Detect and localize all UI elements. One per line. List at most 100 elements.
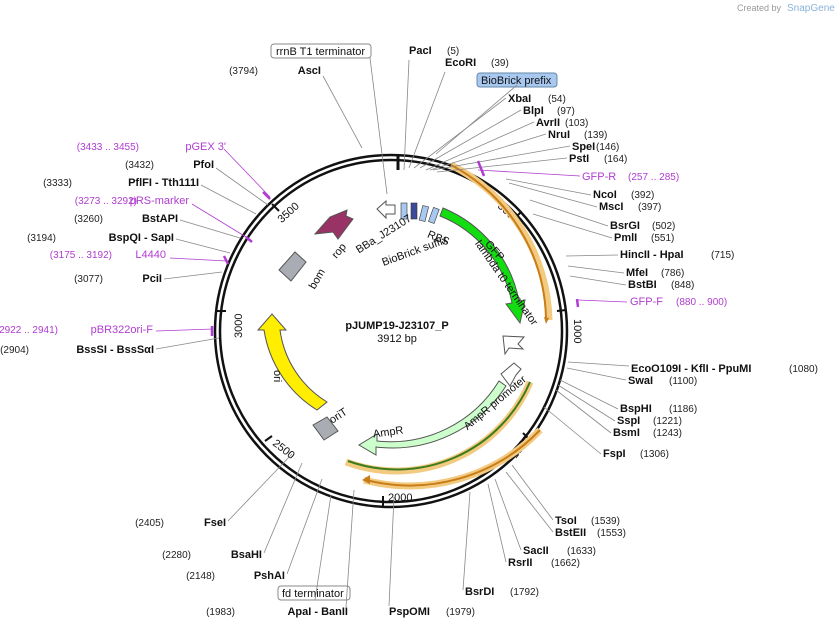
enzyme-pos-sacii: (1633) <box>567 546 596 557</box>
enzyme-pos-bsahi: (2280) <box>162 550 191 561</box>
enzyme-pcii: PciI <box>142 273 162 285</box>
primer-pos-prs-marker: (3273 .. 3292) <box>75 196 137 207</box>
primer-site-gfp-f <box>575 298 580 308</box>
primer-pos-l4440: (3175 .. 3192) <box>50 250 112 261</box>
enzyme-pos-pspomi: (1979) <box>446 607 475 618</box>
orit-feature <box>312 416 339 441</box>
enzyme-pspomi: PspOMI <box>389 606 430 618</box>
enzyme-pos-rsrii: (1662) <box>551 558 580 569</box>
enzyme-pshai: PshAI <box>254 570 285 582</box>
branding-created-by: Created by <box>737 3 782 13</box>
enzyme-pmli: PmlI <box>614 232 637 244</box>
label-bom: bom <box>307 267 328 292</box>
enzyme-pos-pmli: (551) <box>651 233 674 244</box>
snapgene-logo: SnapGene <box>787 3 835 14</box>
enzyme-pos-ncoi: (392) <box>631 190 654 201</box>
enzyme-pos-bstbi: (848) <box>671 280 694 291</box>
leader-lines <box>155 57 630 608</box>
enzyme-tsoi: TsoI <box>555 515 577 527</box>
biobrick-box-3 <box>428 207 440 224</box>
bom-feature <box>278 251 307 282</box>
label-orit: oriT <box>327 406 350 427</box>
label-ori: ori <box>271 370 283 382</box>
biobrick-box-2 <box>418 205 429 222</box>
primer-arc-gfp-r <box>449 161 553 321</box>
enzyme-ecoo109i-kfli-ppumi: EcoO109I - KflI - PpuMI <box>631 363 751 375</box>
primer-gfp-r: GFP-R <box>582 171 616 183</box>
enzyme-swai: SwaI <box>628 375 653 387</box>
enzyme-pos-pshai: (2148) <box>186 571 215 582</box>
enzyme-spei: SpeI <box>572 141 595 153</box>
enzyme-ecori: EcoRI <box>445 57 476 69</box>
enzyme-pos-fsei: (2405) <box>135 518 164 529</box>
enzyme-pos-tsoi: (1539) <box>591 516 620 527</box>
primer-pbr322ori-f: pBR322ori-F <box>91 324 154 336</box>
primer-pos-pgex-3: (3433 .. 3455) <box>77 142 139 153</box>
enzyme-pos-apai-banii: (1983) <box>206 607 235 618</box>
enzyme-pos-msci: (397) <box>638 202 661 213</box>
primer-site-gfp-r <box>476 160 486 177</box>
enzyme-msci: MscI <box>599 201 623 213</box>
enzyme-pos-bsphi: (1186) <box>669 404 697 415</box>
gfp-feature <box>439 207 526 325</box>
svg-text:2000: 2000 <box>388 492 412 504</box>
primer-pos-gfp-r: (257 .. 285) <box>628 172 679 183</box>
enzyme-pos-xbai: (54) <box>548 94 566 105</box>
enzyme-pos-bsrdi: (1792) <box>510 587 539 598</box>
enzyme-pos-mfei: (786) <box>661 268 684 279</box>
enzyme-sacii: SacII <box>523 545 549 557</box>
tick-3000: 3000 <box>216 310 245 338</box>
enzyme-paci: PacI <box>409 45 432 57</box>
bba-promoter-feature <box>376 199 396 220</box>
primer-sites <box>210 160 580 336</box>
enzyme-pos-asci: (3794) <box>229 66 258 77</box>
label-lambda: lambda t0 terminator <box>472 238 540 328</box>
enzyme-pos-bstapi: (3260) <box>74 214 103 225</box>
ampr-promoter-feature <box>500 362 522 387</box>
primer-site-prs-marker <box>245 236 253 243</box>
fd-label: fd terminator <box>282 588 344 600</box>
enzyme-xbai: XbaI <box>508 93 531 105</box>
label-ampr: AmpR <box>372 424 404 440</box>
primer-pos-pbr322ori-f: (2922 .. 2941) <box>0 325 58 336</box>
enzyme-ncoi: NcoI <box>593 189 617 201</box>
biobrick-prefix-label: BioBrick prefix <box>481 75 552 87</box>
fd-box <box>277 585 351 601</box>
enzyme-fsei: FseI <box>204 517 226 529</box>
enzyme-pos-ecoo109i-kfli-ppumi: (1080) <box>789 364 818 375</box>
enzyme-rsrii: RsrII <box>508 557 532 569</box>
rrnb-box <box>270 43 372 59</box>
tick-1000: 1000 <box>556 309 583 343</box>
biobrick-box-1 <box>400 202 408 220</box>
ampr-lower-arc-head <box>362 475 370 484</box>
enzyme-hincii-hpai: HincII - HpaI <box>620 249 684 261</box>
enzyme-pos-sspi: (1221) <box>653 416 682 427</box>
primer-arc-gfp-r-head <box>544 317 549 324</box>
enzyme-blpi: BlpI <box>523 105 544 117</box>
enzyme-bsrgi: BsrGI <box>610 220 640 232</box>
enzyme-pos-hincii-hpai: (715) <box>711 250 734 261</box>
enzyme-pos-ecori: (39) <box>491 58 509 69</box>
ampr-lower-arc-line <box>365 429 541 487</box>
svg-text:2500: 2500 <box>270 437 297 462</box>
enzyme-pos-nrui: (139) <box>584 130 607 141</box>
enzyme-bstbi: BstBI <box>628 279 657 291</box>
enzyme-asci: AscI <box>298 65 321 77</box>
enzyme-avrii: AvrII <box>536 117 560 129</box>
biobrick-prefix-box <box>476 72 558 88</box>
plasmid-size: 3912 bp <box>377 333 417 345</box>
enzyme-bsteii: BstEII <box>555 527 586 539</box>
enzyme-pos-fspi: (1306) <box>640 449 669 460</box>
label-rop: rop <box>330 241 349 261</box>
ori-feature <box>256 313 328 411</box>
ampr-feature <box>358 380 507 456</box>
enzyme-bstapi: BstAPI <box>142 213 178 225</box>
enzyme-pos-paci: (5) <box>447 46 459 57</box>
backbone-inner <box>218 158 564 504</box>
primer-arc-gfp-r-line <box>450 164 547 319</box>
enzyme-pos-bsmi: (1243) <box>653 428 682 439</box>
backbone-outer <box>213 153 569 509</box>
enzyme-pos-bsssi-bsss-i: (2904) <box>0 345 29 356</box>
svg-text:3000: 3000 <box>233 314 245 338</box>
